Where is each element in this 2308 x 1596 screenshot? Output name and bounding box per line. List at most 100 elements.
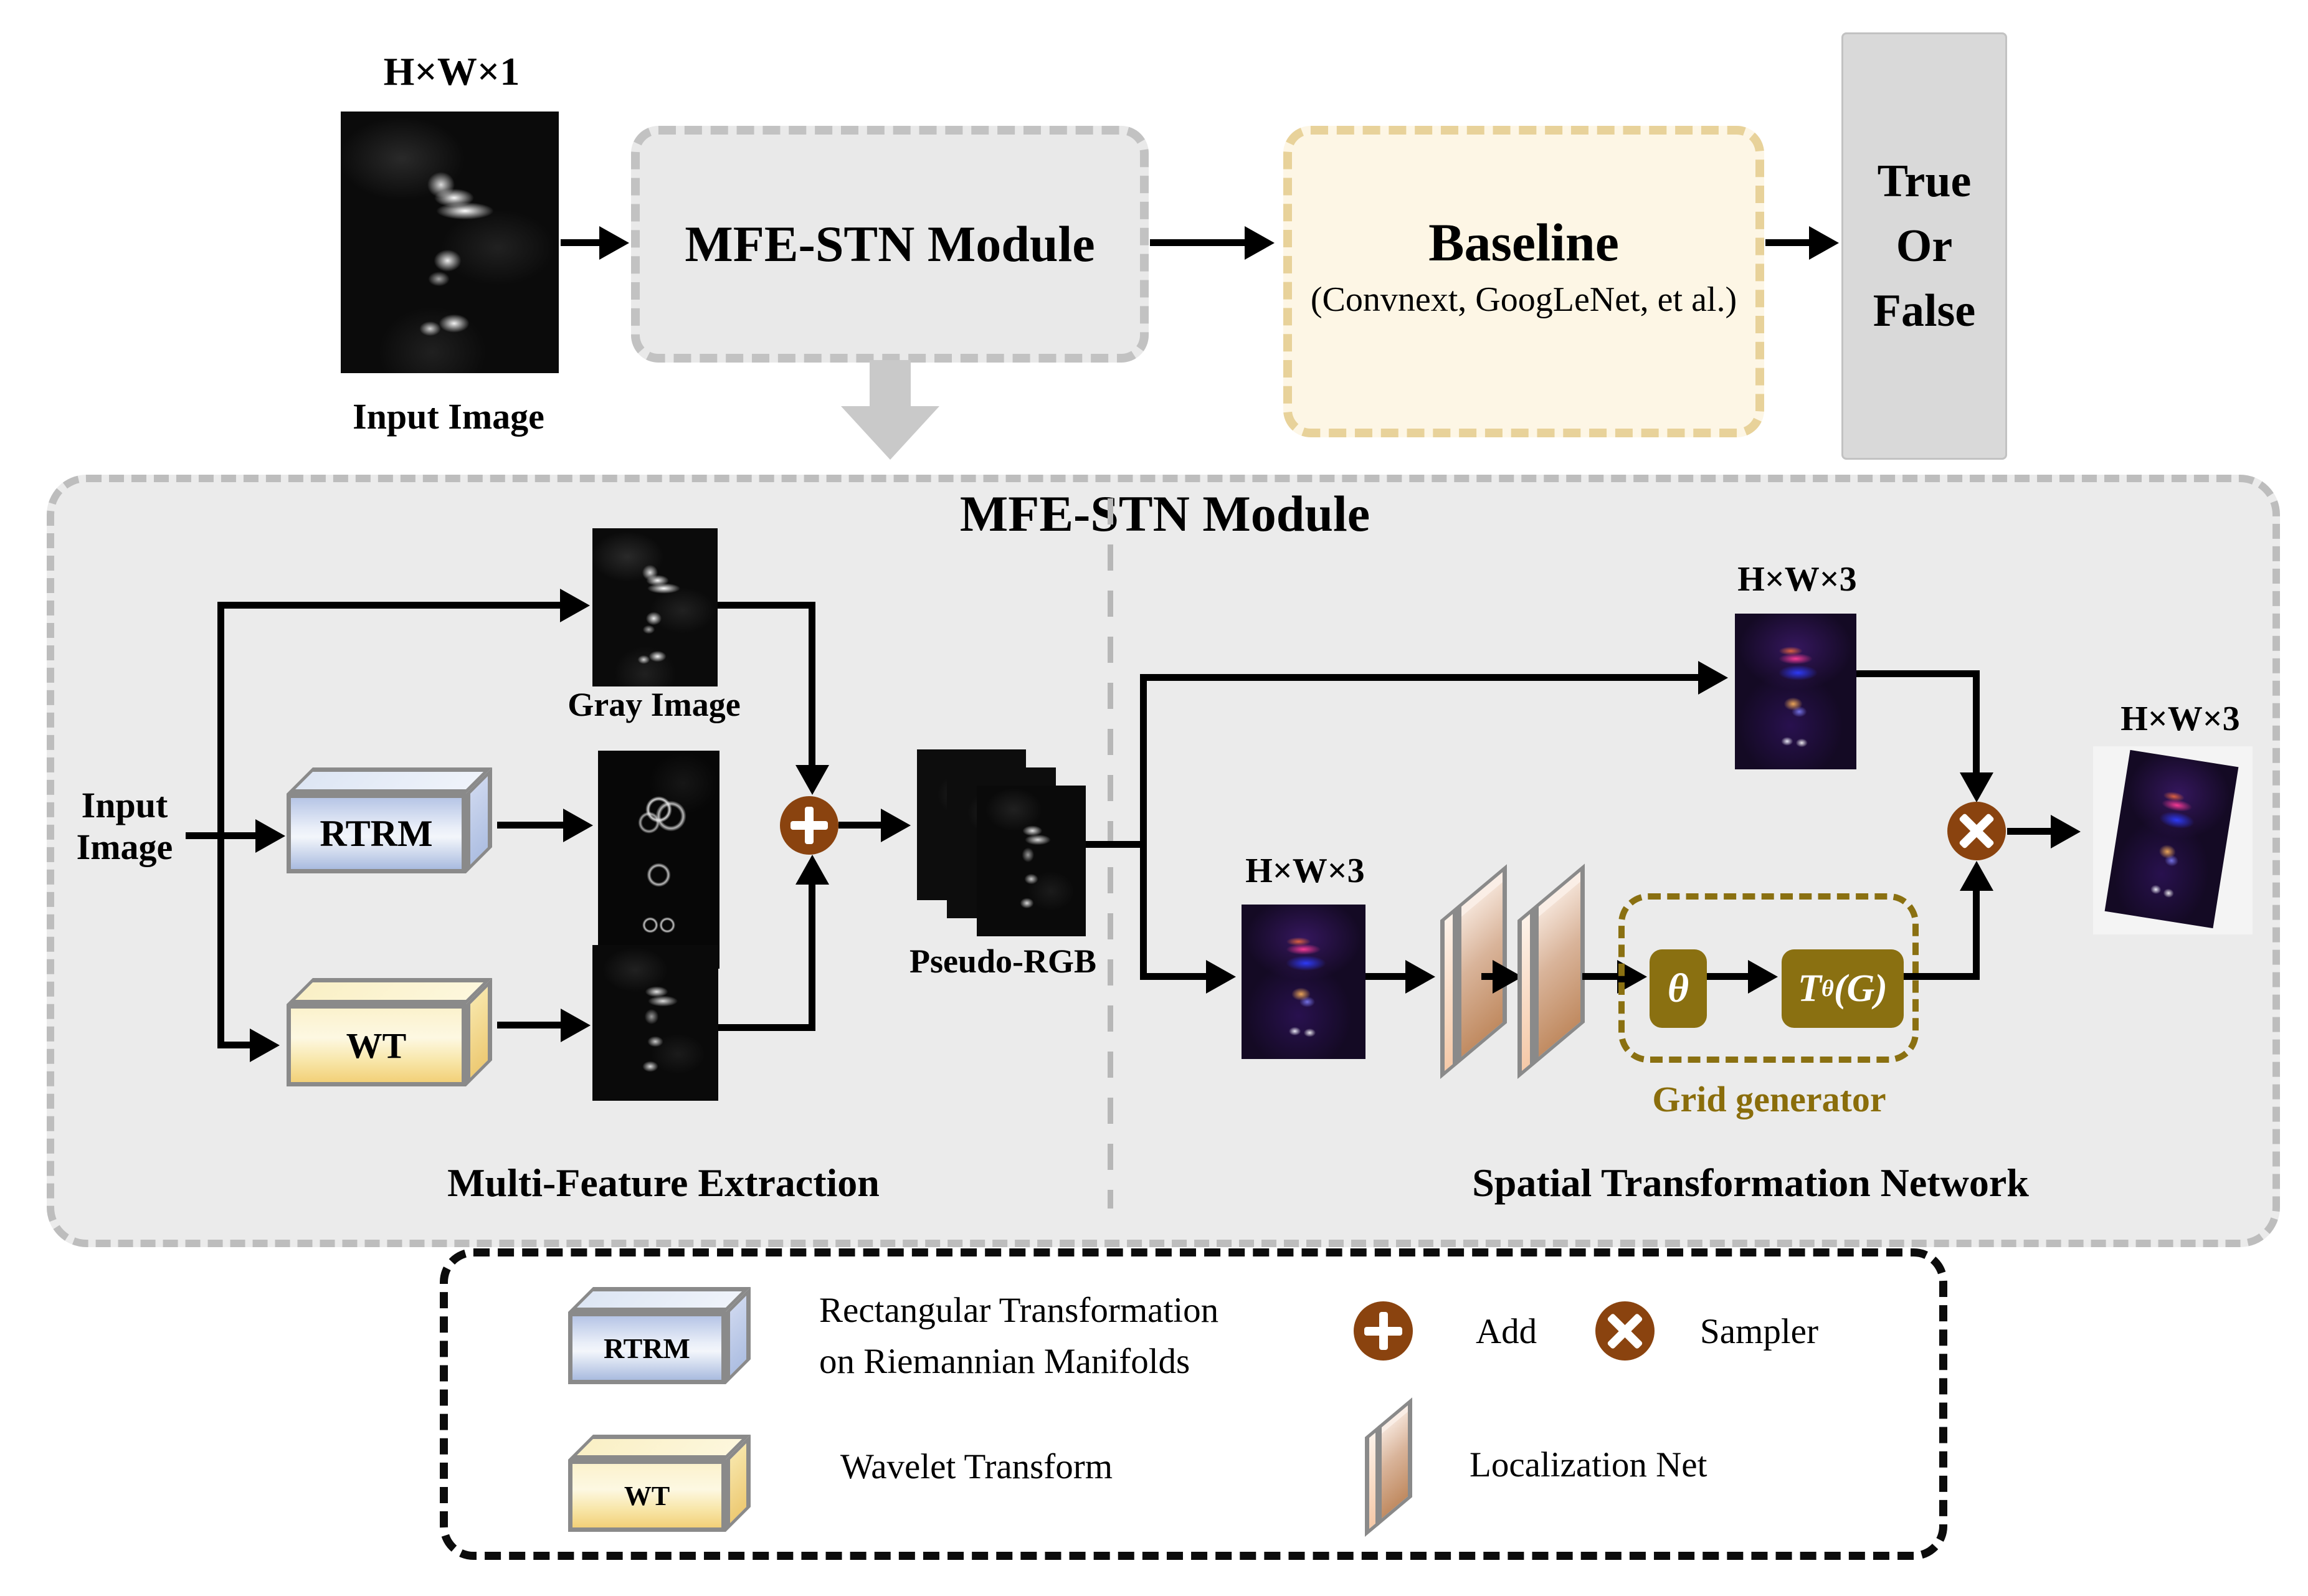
legend-rtrm-description: Rectangular Transformation on Riemannian… bbox=[819, 1291, 1219, 1381]
line-stn-lower bbox=[1140, 973, 1211, 980]
legend-sampler-label: Sampler bbox=[1700, 1312, 1818, 1351]
result-line-false: False bbox=[1873, 285, 1976, 336]
arrow-icon bbox=[561, 1009, 591, 1042]
gray-image-thumbnail bbox=[592, 528, 718, 686]
transform-rest: (G) bbox=[1833, 967, 1888, 1010]
rtrm-block-face: RTRM bbox=[287, 794, 466, 873]
pseudo-rgb-layer-front bbox=[977, 786, 1086, 936]
arrow-icon bbox=[255, 819, 285, 853]
arrow-icon bbox=[560, 589, 590, 622]
module-input-line2: Image bbox=[76, 826, 173, 867]
legend-add-icon bbox=[1354, 1301, 1413, 1361]
line-wt-to-add bbox=[809, 877, 815, 1031]
arrow-icon bbox=[1405, 960, 1435, 994]
down-arrow-icon bbox=[870, 360, 911, 407]
pseudo-rgb-caption: Pseudo-RGB bbox=[909, 943, 1097, 980]
line-sampler-out bbox=[2007, 828, 2056, 835]
pseudo-rgb-lower-thumbnail bbox=[1242, 905, 1365, 1059]
input-image-thumbnail bbox=[341, 112, 559, 373]
legend-wt-label: WT bbox=[568, 1460, 726, 1532]
line-gray-to-add bbox=[809, 602, 815, 765]
line-branch-top bbox=[217, 602, 564, 609]
arrow-icon bbox=[1960, 772, 1993, 802]
arrow-icon bbox=[1206, 960, 1236, 994]
line-upper-to-sampler bbox=[1973, 670, 1980, 774]
arrow-icon bbox=[795, 855, 829, 885]
wt-block-top bbox=[287, 978, 492, 1004]
legend-wt-block: WT bbox=[568, 1435, 751, 1532]
legend-sampler-icon bbox=[1595, 1301, 1655, 1361]
theta-box: θ bbox=[1650, 949, 1707, 1028]
arrow-icon bbox=[881, 809, 911, 842]
rtrm-block: RTRM bbox=[287, 767, 493, 873]
arrow-icon bbox=[2051, 815, 2081, 848]
line-wt-out bbox=[497, 1022, 566, 1028]
baseline-subtitle: (Convnext, GoogLeNet, et al.) bbox=[1310, 280, 1737, 319]
rtrm-output-thumbnail bbox=[598, 751, 719, 969]
line-lower-to-locnet bbox=[1365, 973, 1409, 980]
input-image-caption: Input Image bbox=[353, 396, 544, 437]
line-stack-out bbox=[1086, 841, 1143, 848]
transform-t: T bbox=[1798, 967, 1821, 1010]
line-wt-to-add bbox=[718, 1024, 815, 1031]
line-add-to-stack bbox=[838, 822, 886, 829]
add-icon bbox=[780, 796, 838, 855]
line-upper-to-sampler bbox=[1856, 670, 1977, 677]
grid-generator-caption: Grid generator bbox=[1652, 1079, 1886, 1119]
legend-add-label: Add bbox=[1476, 1312, 1537, 1351]
wt-block: WT bbox=[287, 978, 493, 1086]
line-stn-upper bbox=[1140, 674, 1702, 681]
input-shape-label: H×W×1 bbox=[383, 49, 520, 93]
line-locnet-to-grid bbox=[1582, 973, 1621, 980]
transform-sub: θ bbox=[1821, 976, 1834, 1002]
line-transform-to-sampler bbox=[1904, 973, 1980, 980]
mfe-section-caption: Multi-Feature Extraction bbox=[447, 1161, 880, 1205]
arrow-icon bbox=[250, 1028, 280, 1062]
output-shape-label: H×W×3 bbox=[2120, 700, 2240, 738]
legend-localization-label: Localization Net bbox=[1470, 1445, 1707, 1484]
arrow-icon bbox=[1698, 661, 1728, 695]
arrow-icon bbox=[599, 226, 629, 260]
gray-image-caption: Gray Image bbox=[568, 686, 741, 723]
wt-block-face: WT bbox=[287, 1004, 466, 1086]
arrow-icon bbox=[795, 765, 829, 795]
arrow-icon bbox=[1960, 861, 1993, 891]
line-transform-to-sampler bbox=[1973, 887, 1980, 980]
mfe-stn-module-box-label: MFE-STN Module bbox=[685, 215, 1095, 272]
module-panel-title: MFE-STN Module bbox=[959, 485, 1370, 542]
legend-box: RTRM Rectangular Transformation on Riema… bbox=[440, 1248, 1947, 1560]
rtrm-block-top bbox=[287, 767, 492, 794]
legend-rtrm-label: RTRM bbox=[568, 1312, 726, 1384]
baseline-box: Baseline (Convnext, GoogLeNet, et al.) bbox=[1283, 126, 1764, 437]
line-branch-bottom bbox=[217, 1042, 255, 1048]
line-stn-spine bbox=[1140, 674, 1147, 980]
legend-rtrm-block: RTRM bbox=[568, 1287, 751, 1384]
baseline-title: Baseline bbox=[1428, 212, 1619, 272]
line-branch-spine bbox=[217, 602, 224, 1048]
section-divider bbox=[1108, 498, 1113, 1209]
lower-shape-label: H×W×3 bbox=[1245, 852, 1365, 890]
module-input-line1: Input bbox=[81, 785, 168, 825]
down-arrow-icon bbox=[841, 406, 939, 460]
line-theta-to-transform bbox=[1707, 973, 1753, 980]
line-rtrm-out bbox=[497, 822, 568, 829]
stn-section-caption: Spatial Transformation Network bbox=[1472, 1161, 2029, 1205]
arrow-icon bbox=[1748, 960, 1778, 994]
sampler-icon bbox=[1947, 802, 2006, 860]
arrow-input-to-module bbox=[561, 239, 604, 246]
line-locnet1-to-locnet2 bbox=[1481, 973, 1500, 980]
arrow-module-to-baseline bbox=[1150, 239, 1250, 246]
pseudo-rgb-upper-thumbnail bbox=[1735, 614, 1856, 769]
arrow-baseline-to-result bbox=[1765, 239, 1814, 246]
line-gray-to-add bbox=[718, 602, 815, 609]
legend-wt-description: Wavelet Transform bbox=[840, 1447, 1113, 1486]
result-line-or: Or bbox=[1896, 221, 1953, 272]
arrow-icon bbox=[1245, 226, 1275, 260]
wt-output-thumbnail bbox=[592, 945, 718, 1101]
arrow-icon bbox=[563, 809, 593, 842]
result-box: True Or False bbox=[1841, 32, 2007, 460]
result-line-true: True bbox=[1877, 156, 1972, 207]
mfe-stn-module-box: MFE-STN Module bbox=[631, 126, 1149, 363]
